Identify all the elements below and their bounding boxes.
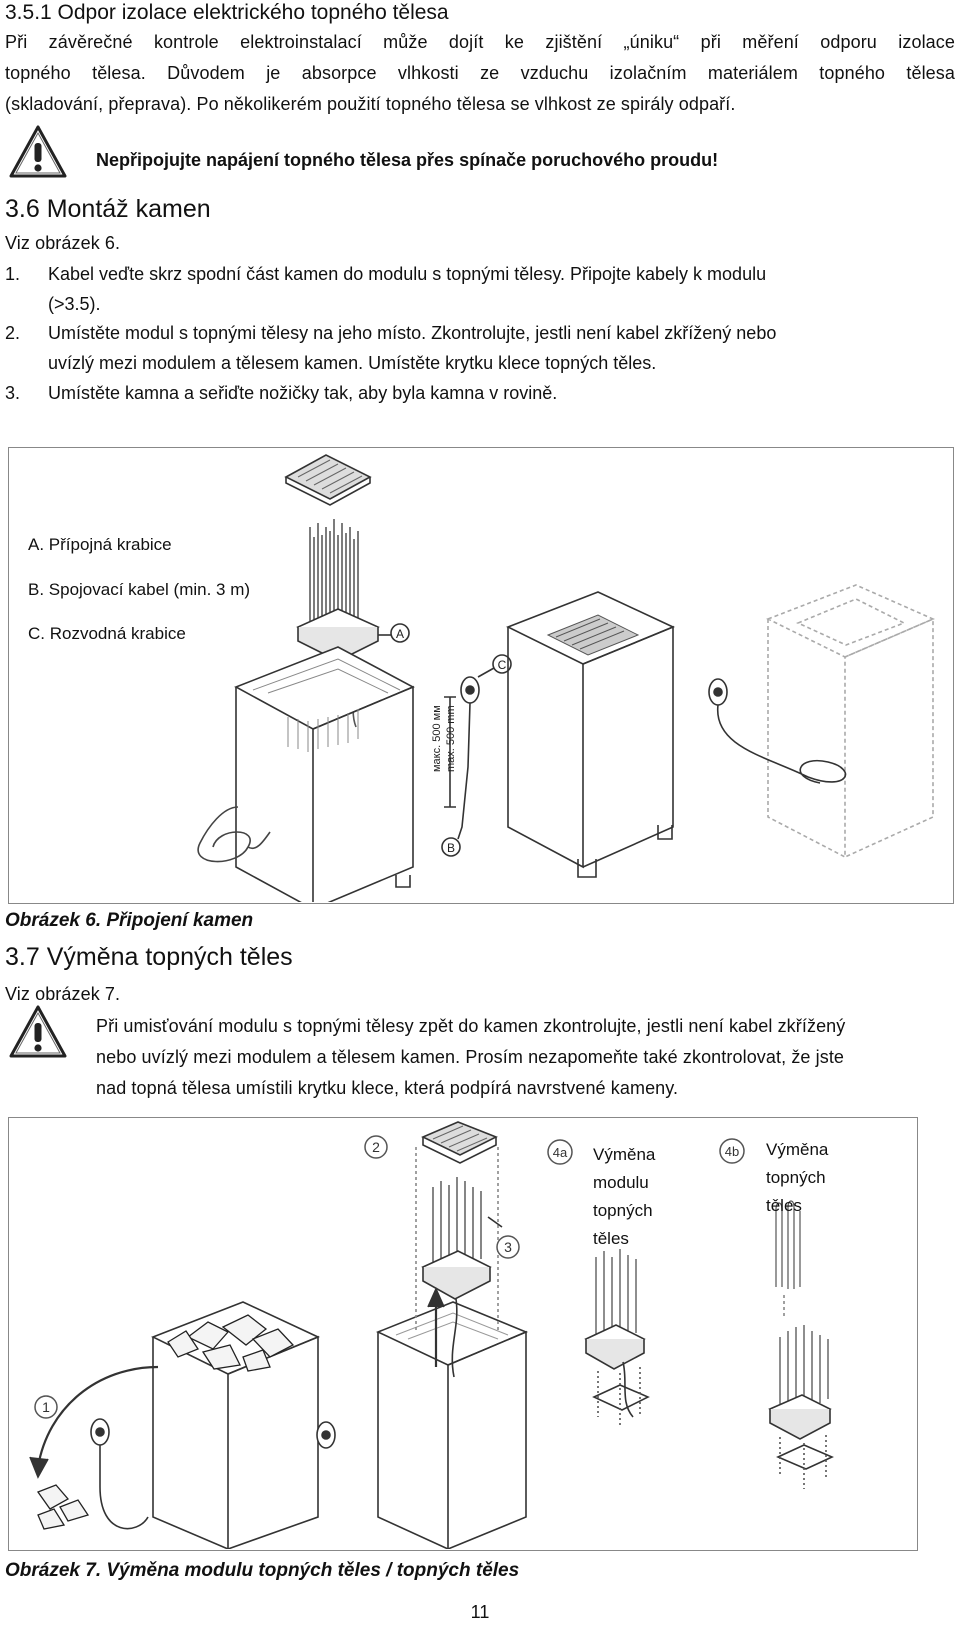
label-4b-line-1: Výměna: [766, 1140, 829, 1159]
list-item-2-line-2: uvízlý mezi modulem a tělesem kamen. Umí…: [48, 353, 657, 373]
section-37-warning-line-1: Při umisťování modulu s topnými tělesy z…: [96, 1016, 846, 1036]
section-37-title: 3.7 Výměna topných těles: [5, 943, 293, 971]
figure-7-caption: Obrázek 7. Výměna modulu topných těles /…: [5, 1560, 520, 1581]
label-4b-line-3: těles: [766, 1196, 802, 1215]
figure-6-label-a: A. Přípojná krabice: [28, 535, 172, 554]
figure-7-illustration: 2 3 1 4a 4b: [29, 1121, 834, 1549]
warning-text-rcd: Nepřipojujte napájení topného tělesa pře…: [96, 150, 719, 170]
section-351-line-2: topného tělesa. Důvodem je absorpce vlhk…: [5, 63, 955, 83]
figure-6-illustration: макс. 500 мм max. 500 mm A B C: [197, 454, 935, 902]
section-36-title: 3.6 Montáž kamen: [5, 195, 211, 223]
callout-a: A: [396, 627, 404, 641]
figure-6-caption: Obrázek 6. Připojení kamen: [5, 910, 254, 931]
callout-4b: 4b: [725, 1144, 739, 1159]
section-351-line-3: (skladování, přeprava). Po několikerém p…: [5, 94, 736, 114]
list-item-1-num: 1.: [5, 264, 21, 284]
callout-2: 2: [372, 1139, 380, 1155]
list-item-2-line-1: Umístěte modul s topnými tělesy na jeho …: [48, 323, 777, 343]
section-351-title: 3.5.1 Odpor izolace elektrického topného…: [5, 1, 449, 24]
label-4a-line-1: Výměna: [593, 1145, 656, 1164]
label-4a-line-2: modulu: [593, 1173, 649, 1192]
label-4a: Výměna modulu topných těles: [593, 1141, 655, 1253]
page-number: 11: [470, 1602, 490, 1622]
list-item-1-line-1: Kabel veďte skrz spodní část kamen do mo…: [48, 264, 767, 284]
callout-1: 1: [42, 1399, 50, 1415]
list-item-2-num: 2.: [5, 323, 21, 343]
label-4a-line-4: těles: [593, 1229, 629, 1248]
figure-6-label-c: C. Rozvodná krabice: [28, 624, 186, 643]
section-36-see: Viz obrázek 6.: [5, 233, 121, 253]
callout-3: 3: [504, 1239, 512, 1255]
list-item-3-line-1: Umístěte kamna a seřiďte nožičky tak, ab…: [48, 383, 558, 403]
section-351-line-1: Při závěrečné kontrole elektroinstalací …: [5, 32, 955, 52]
label-4b: Výměna topných těles: [766, 1136, 828, 1220]
warning-triangle-icon: [9, 125, 67, 178]
callout-b: B: [447, 841, 455, 855]
dimension-label-en: max. 500 mm: [445, 705, 457, 772]
figure-6-label-b: B. Spojovací kabel (min. 3 m): [28, 580, 251, 599]
list-item-1-line-2: (>3.5).: [48, 294, 101, 314]
dimension-label-ru: макс. 500 мм: [431, 705, 443, 772]
section-37-warning-line-3: nad topná tělesa umístili krytku klece, …: [96, 1078, 679, 1098]
callout-4a: 4a: [553, 1145, 568, 1160]
warning-triangle-icon: [9, 1005, 67, 1058]
callout-c: C: [498, 658, 507, 672]
section-37-warning-line-2: nebo uvízlý mezi modulem a tělesem kamen…: [96, 1047, 845, 1067]
list-item-3-num: 3.: [5, 383, 21, 403]
label-4a-line-3: topných: [593, 1201, 653, 1220]
section-37-see: Viz obrázek 7.: [5, 984, 121, 1004]
label-4b-line-2: topných: [766, 1168, 826, 1187]
